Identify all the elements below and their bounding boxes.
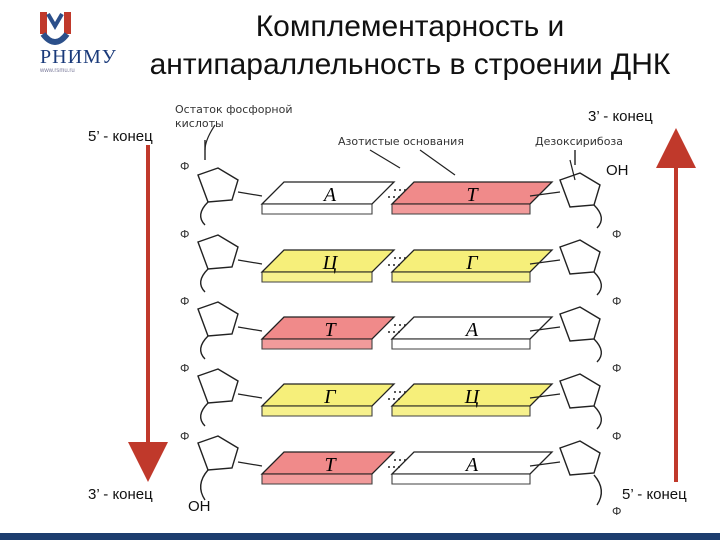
right-base-slab-side: [391, 473, 531, 485]
phosphate-annotation: Остаток фосфорной кислоты: [175, 103, 293, 130]
phosphate-label-l3: Ф: [180, 295, 190, 308]
phosphate-label-l4: Ф: [180, 362, 190, 375]
right-base-slab-side: [391, 203, 531, 215]
left-backbone: [197, 140, 239, 501]
deoxyribose-annotation: Дезоксирибоза: [535, 135, 624, 148]
phosphate-label-r5: Ф: [612, 505, 622, 518]
oh-bottom-label: ОН: [188, 498, 211, 515]
right-base-slab-side: [391, 338, 531, 350]
phosphate-label-l5: Ф: [180, 430, 190, 443]
left-base-letter: Г: [323, 386, 337, 408]
left-3prime-label: 3’ - конец: [88, 486, 153, 503]
hydrogen-bonds: [388, 257, 406, 266]
bases-pointer-right: [419, 149, 456, 176]
hydrogen-bonds: [388, 391, 406, 400]
right-base-letter: Т: [466, 184, 479, 206]
left-base-letter: Т: [324, 319, 337, 341]
left-base-letter: Т: [324, 454, 337, 476]
left-base-slab-side: [261, 473, 373, 485]
hydrogen-bonds: [388, 324, 406, 333]
logo-subtext: www.rsmu.ru: [40, 68, 75, 74]
left-base-slab-side: [261, 338, 373, 350]
glycosidic-bonds: [237, 326, 561, 332]
hydrogen-bonds: [388, 189, 406, 198]
phosphate-label-r1: Ф: [612, 228, 622, 241]
left-base-letter: Ц: [322, 252, 339, 274]
glycosidic-bonds: [237, 259, 561, 265]
phosphate-label-r4: Ф: [612, 430, 622, 443]
slide-title: Комплементарность и антипараллельность в…: [110, 8, 710, 84]
right-3prime-label: 3’ - конец: [588, 108, 653, 125]
glycosidic-bonds: [237, 191, 561, 197]
left-5prime-label: 5’ - конец: [88, 128, 153, 145]
glycosidic-bonds: [237, 461, 561, 467]
title-line-1: Комплементарность и: [255, 10, 565, 43]
left-base-slab-side: [261, 203, 373, 215]
right-backbone: [559, 150, 602, 506]
phosphate-label-r3: Ф: [612, 362, 622, 375]
left-base-letter: А: [322, 184, 337, 206]
logo-text: РНИМУ: [40, 46, 117, 68]
left-base-slab-side: [261, 405, 373, 417]
right-base-slab-side: [391, 405, 531, 417]
phosphate-label-r2: Ф: [612, 295, 622, 308]
logo-icon: [40, 12, 71, 45]
bases-pointer-left: [369, 149, 401, 169]
phosphate-label-l2: Ф: [180, 228, 190, 241]
hydrogen-bonds: [388, 459, 406, 468]
left-base-slab-side: [261, 271, 373, 283]
footer-bar: [0, 533, 720, 540]
glycosidic-bonds: [237, 393, 561, 399]
right-base-slab-side: [391, 271, 531, 283]
right-base-letter: Ц: [464, 386, 481, 408]
right-5prime-label: 5’ - конец: [622, 486, 687, 503]
right-base-letter: А: [464, 454, 479, 476]
oh-top-label: ОН: [606, 162, 629, 179]
university-logo: [34, 10, 124, 80]
title-line-2: антипараллельность в строении ДНК: [149, 48, 671, 81]
phosphate-pointer: [204, 124, 216, 151]
phosphate-label-l1: Ф: [180, 160, 190, 173]
deoxyribose-pointer: [569, 159, 576, 181]
right-base-letter: А: [464, 319, 479, 341]
right-base-letter: Г: [465, 252, 479, 274]
bases-annotation: Азотистые основания: [338, 135, 464, 148]
